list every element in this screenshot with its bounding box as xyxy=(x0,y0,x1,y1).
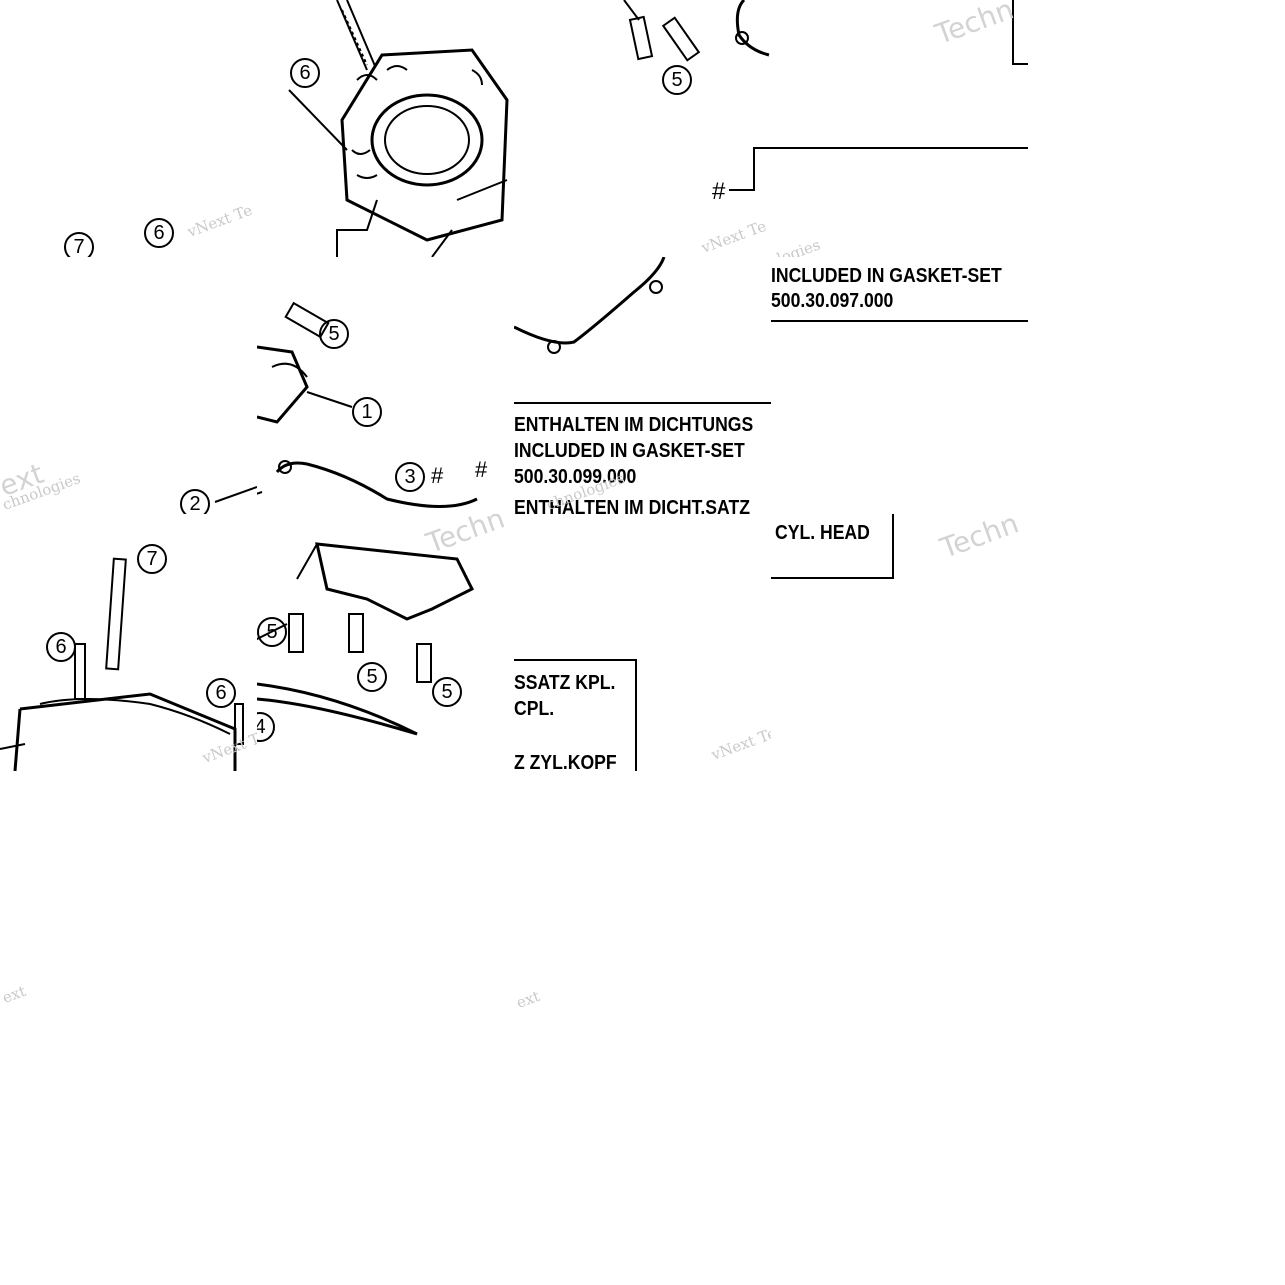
callout-6: 6 xyxy=(144,218,174,248)
callout-5: 5 xyxy=(357,662,387,692)
note-b-frame xyxy=(771,320,1028,322)
watermark: ext xyxy=(0,982,29,1007)
diagram-tile-head-note: CYL. HEAD Techn xyxy=(771,514,1028,771)
diagram-tile-cylinder-top: 6 xyxy=(257,0,514,257)
callout-1: 1 xyxy=(352,397,382,427)
diagram-tile-set-note: SSATZ KPL. CPL. Z ZYL.KOPF vNext Te xyxy=(514,514,771,771)
bolts-top-drawing xyxy=(623,0,771,191)
cylinder-base-drawing xyxy=(257,542,475,736)
hash-marker: # xyxy=(475,457,488,482)
callout-6: 6 xyxy=(206,678,236,708)
callout-6: 6 xyxy=(290,58,320,88)
callout-6: 6 xyxy=(46,632,76,662)
set-note-frame xyxy=(514,659,637,771)
set-note-line1: SSATZ KPL. xyxy=(514,672,616,694)
callout-5: 5 xyxy=(662,65,692,95)
cylinder-top-drawing xyxy=(288,0,509,257)
watermark: vNext Te xyxy=(185,200,255,241)
set-note-line3: Z ZYL.KOPF xyxy=(514,752,617,771)
callout-2: 2 xyxy=(180,489,210,514)
gasket-note-part-number: 500.30.099.000 xyxy=(514,466,637,488)
callout-5: 5 xyxy=(319,319,349,349)
diagram-tile-bolts-top: 5 # vNext Te xyxy=(514,0,771,257)
diagram-tile-base: 5 5 5 4 Techn xyxy=(257,514,514,771)
head-set-note-line2: CYL. HEAD xyxy=(775,522,870,544)
hash-marker: # xyxy=(712,178,726,205)
gasket-note-line1: ENTHALTEN IM DICHTUNGS xyxy=(514,414,754,436)
gasket-note-line2: INCLUDED IN GASKET-SET xyxy=(514,440,745,462)
head-note-frame xyxy=(771,514,894,579)
callout-7: 7 xyxy=(64,232,94,257)
diagram-tile-note-top: Techn ologies xyxy=(771,0,1028,257)
callout-7: 7 xyxy=(137,544,167,574)
cylinder-side-drawing xyxy=(0,557,244,771)
cylinder-head-drawing xyxy=(257,301,478,508)
diagram-tile-gasket-note: ENTHALTEN IM DICHTUNGS INCLUDED IN GASKE… xyxy=(514,257,771,514)
callout-4: 4 xyxy=(257,712,275,742)
note-box-frame xyxy=(771,0,1028,149)
set-note-line2: CPL. xyxy=(514,698,555,720)
diagram-tile-left-mid: 2 ext chnologies xyxy=(0,257,257,514)
gasket-note-b-part-number: 500.30.097.000 xyxy=(771,290,894,312)
head-set-note-line1: ENTHALTEN IM DICHT.SATZ xyxy=(514,497,750,514)
watermark: ext xyxy=(514,987,543,1012)
gasket-note-b-line2: INCLUDED IN GASKET-SET xyxy=(771,265,1002,287)
diagram-tile-note-b: INCLUDED IN GASKET-SET 500.30.097.000 xyxy=(771,257,1028,514)
diagram-tile-head: 5 1 3# # xyxy=(257,257,514,514)
gasket-drawing xyxy=(514,257,771,404)
callout-5: 5 xyxy=(432,677,462,707)
callout-5: 5 xyxy=(257,617,287,647)
diagram-tile-left-top: 7 6 vNext Te xyxy=(0,0,257,257)
callout-3: 3# xyxy=(395,462,443,492)
left-mid-drawing xyxy=(214,486,257,503)
diagram-tile-cylinder-side: 7 6 6 vNext Te xyxy=(0,514,257,771)
